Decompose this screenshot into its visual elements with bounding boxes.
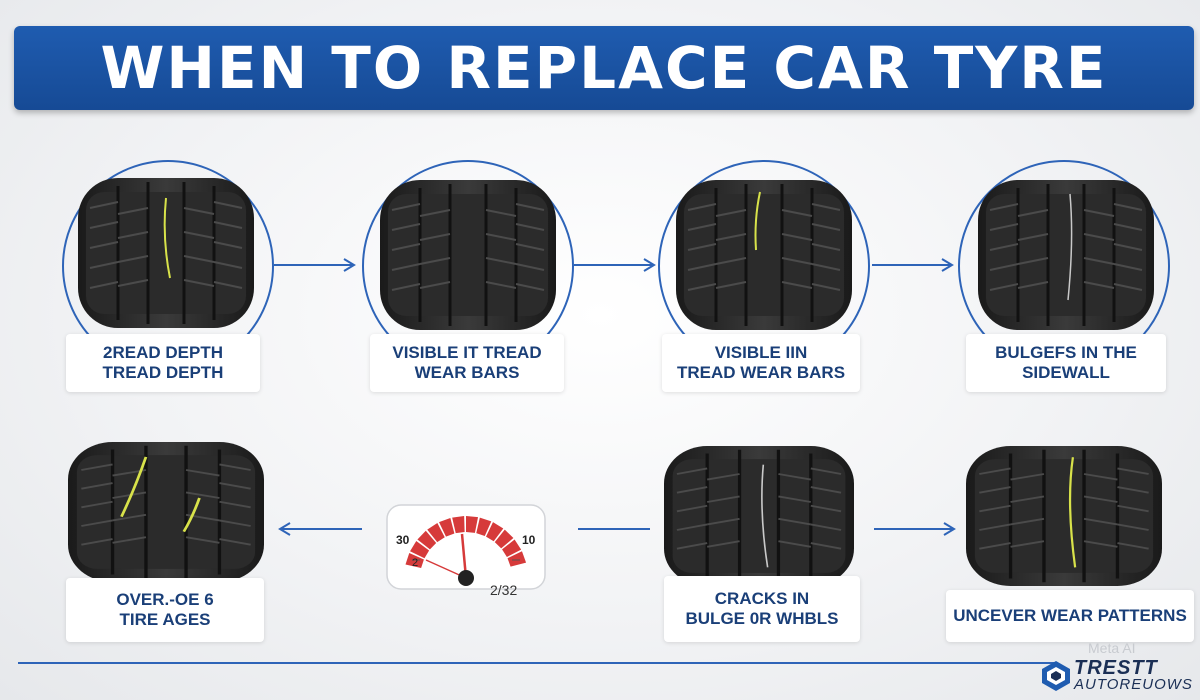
step-label-1: 2READ DEPTH TREAD DEPTH bbox=[66, 334, 260, 392]
tire-image-1 bbox=[78, 178, 254, 328]
gauge-low-label: 2 bbox=[412, 557, 418, 569]
tire-image-4 bbox=[978, 180, 1154, 330]
footer-line bbox=[18, 662, 1058, 664]
gauge-segment bbox=[427, 523, 445, 543]
gauge-segment bbox=[502, 539, 522, 557]
step-label-6: CRACKS IN BULGE 0R WHBLS bbox=[664, 576, 860, 642]
step-label-4: BULGEFS IN THE SIDEWALL bbox=[966, 334, 1166, 392]
gauge-segment bbox=[417, 530, 437, 550]
gauge-segment bbox=[466, 516, 479, 533]
gauge-segment bbox=[410, 540, 430, 559]
arrow-right-2 bbox=[574, 258, 656, 272]
logo-line-1: TRESTT bbox=[1074, 657, 1158, 679]
step-label-3: VISIBLE IIN TREAD WEAR BARS bbox=[662, 334, 860, 392]
arrow-right-3 bbox=[872, 258, 954, 272]
gauge-segment bbox=[452, 516, 465, 534]
arrow-left-1 bbox=[278, 522, 362, 536]
gauge-right-label: 10 bbox=[522, 533, 536, 547]
tire-image-2 bbox=[380, 180, 556, 330]
step-label-2: VISIBLE IT TREAD WEAR BARS bbox=[370, 334, 564, 392]
arrow-right-1 bbox=[274, 258, 356, 272]
tire-image-5 bbox=[68, 442, 264, 582]
gauge-segment bbox=[486, 522, 504, 542]
logo-emblem-icon bbox=[1042, 661, 1070, 691]
gauge-reading: 2/32 bbox=[490, 582, 518, 598]
gauge-segment bbox=[439, 518, 455, 537]
title-banner: WHEN TO REPLACE CAR TYRE bbox=[14, 26, 1194, 110]
page-title: WHEN TO REPLACE CAR TYRE bbox=[100, 34, 1108, 102]
gauge-segment bbox=[494, 529, 514, 549]
tread-depth-gauge: 30 10 2 bbox=[386, 504, 546, 590]
tire-image-3 bbox=[676, 180, 852, 330]
tire-image-7 bbox=[966, 446, 1162, 586]
gauge-segment bbox=[476, 517, 492, 537]
tire-image-6 bbox=[664, 446, 854, 586]
step-label-7: UNCEVER WEAR PATTERNS bbox=[946, 590, 1194, 642]
arrow-right-4 bbox=[874, 522, 956, 536]
watermark: Meta AI bbox=[1088, 640, 1136, 656]
gauge-segment bbox=[507, 551, 527, 567]
logo-line-2: AUTOREUOWS bbox=[1074, 676, 1193, 693]
gauge-hub bbox=[458, 570, 474, 586]
brand-logo: TRESTT AUTOREUOWS bbox=[1040, 656, 1192, 696]
step-label-5: OVER.-OE 6 TIRE AGES bbox=[66, 578, 264, 642]
gauge-left-label: 30 bbox=[396, 533, 410, 547]
connector-line bbox=[578, 528, 650, 530]
